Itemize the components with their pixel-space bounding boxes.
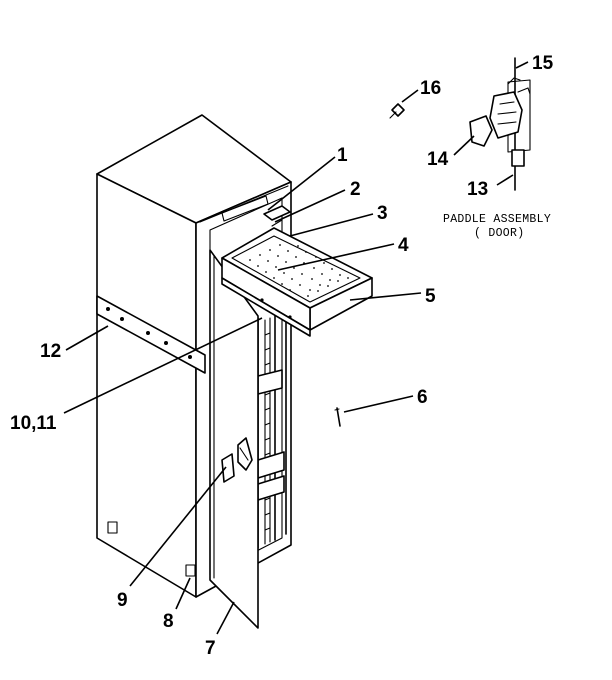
callout-4: 4 xyxy=(398,235,409,256)
paddle-assembly-title: PADDLE ASSEMBLY xyxy=(443,213,551,226)
pull-out-drawer xyxy=(221,227,373,337)
callout-10-11: 10,11 xyxy=(10,413,57,434)
paddle-assembly-caption: PADDLE ASSEMBLY ( DOOR) xyxy=(443,213,551,240)
inner-shelf-rails xyxy=(257,311,287,549)
callout-6: 6 xyxy=(417,387,428,408)
drawer-perforations xyxy=(249,244,349,297)
side-mounting-bracket xyxy=(96,295,206,374)
top-control-strip xyxy=(263,205,291,227)
leveling-foot xyxy=(107,521,196,577)
callout-13: 13 xyxy=(467,179,488,200)
callout-16: 16 xyxy=(420,78,441,99)
loose-pin xyxy=(334,407,341,427)
door-paddle-handle xyxy=(221,437,253,483)
spring-clip xyxy=(389,103,405,119)
door-panel xyxy=(209,249,259,629)
callout-15: 15 xyxy=(532,53,554,74)
callout-2: 2 xyxy=(350,179,361,200)
callout-12: 12 xyxy=(40,341,61,362)
callout-3: 3 xyxy=(377,203,388,224)
leader-lines xyxy=(63,61,529,635)
callout-5: 5 xyxy=(425,286,436,307)
callout-7: 7 xyxy=(205,638,216,659)
callout-8: 8 xyxy=(163,611,174,632)
callout-labels: 1 2 3 4 5 6 7 8 9 10,11 12 13 14 15 16 xyxy=(10,53,554,659)
paddle-assembly-subtitle: ( DOOR) xyxy=(474,227,524,240)
paddle-assembly xyxy=(469,57,531,191)
callout-14: 14 xyxy=(427,149,449,170)
callout-1: 1 xyxy=(337,145,348,166)
callout-9: 9 xyxy=(117,590,128,611)
